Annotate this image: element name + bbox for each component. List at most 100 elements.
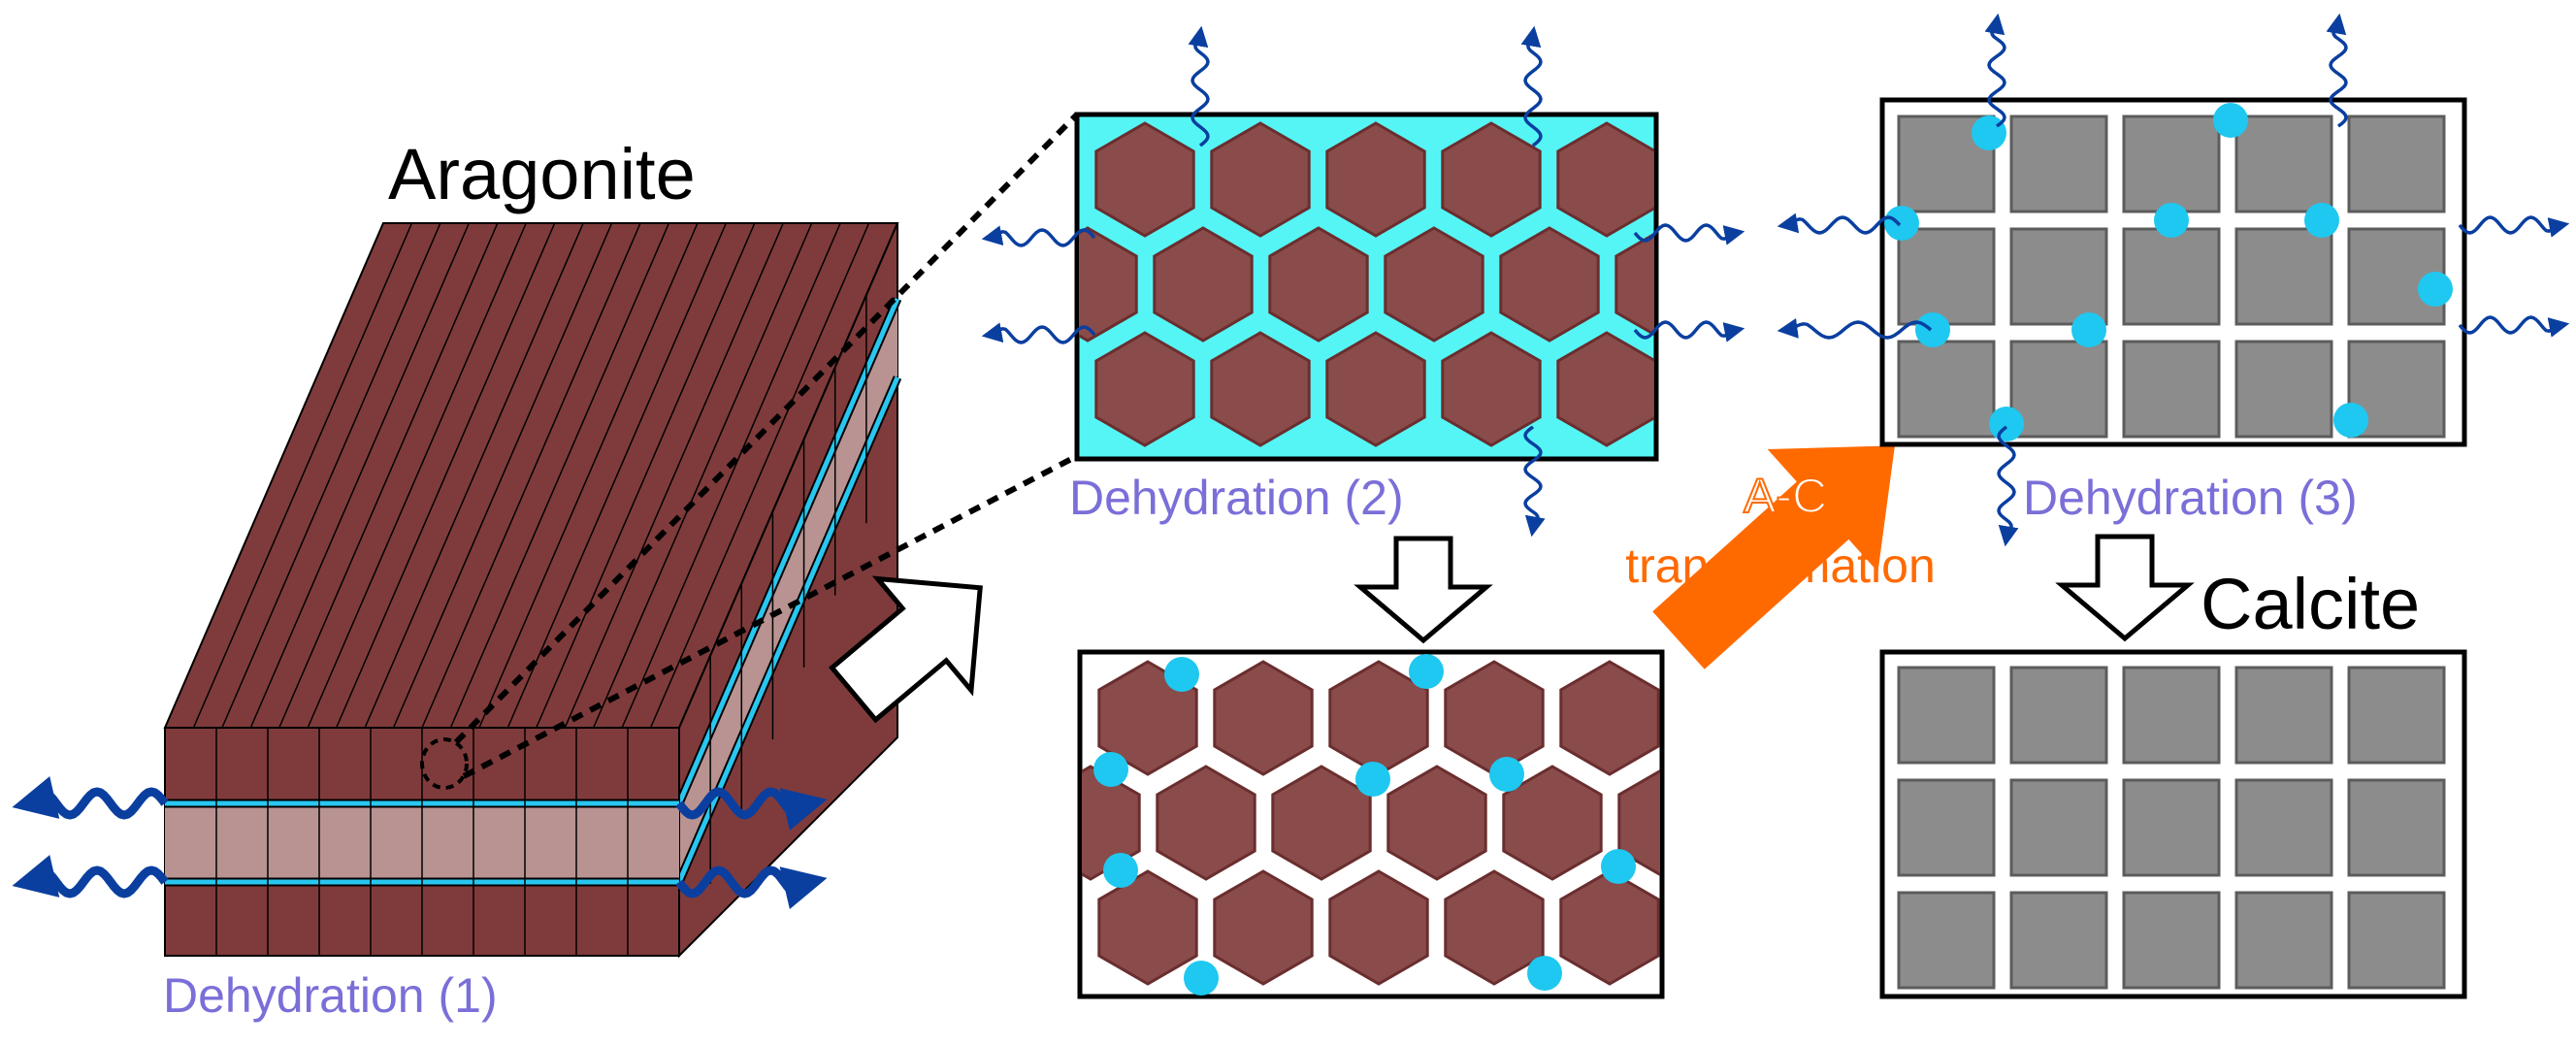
aragonite-hexagon xyxy=(1441,121,1542,238)
hollow-arrow-icon xyxy=(2055,534,2195,642)
aragonite-hexagon xyxy=(1210,331,1311,447)
wavy-arrow-icon xyxy=(2458,215,2570,238)
calcite-square xyxy=(2234,114,2333,213)
wavy-arrow-icon xyxy=(2326,13,2348,128)
calcite-square xyxy=(2009,227,2108,326)
calcite-square xyxy=(2009,340,2108,439)
droplet-icon xyxy=(1915,312,1950,347)
zoom-line-upper xyxy=(453,112,1080,745)
panel2-hexagons xyxy=(1079,121,1654,447)
calcite-square xyxy=(2234,340,2333,439)
aragonite-front-columns xyxy=(215,728,629,956)
calcite-square xyxy=(1897,891,1996,990)
calcite-square xyxy=(2347,666,2446,765)
aragonite-hexagon xyxy=(1499,226,1600,343)
top-stripe xyxy=(335,222,556,729)
droplet-icon xyxy=(2333,403,2368,438)
aragonite-hexagon xyxy=(1325,331,1426,447)
top-stripe xyxy=(192,222,413,729)
panel-water-release xyxy=(981,13,2570,547)
calcite-square xyxy=(2009,666,2108,765)
calcite-square xyxy=(2122,227,2221,326)
wavy-arrow-icon xyxy=(1188,25,1210,147)
wavy-arrow-icon xyxy=(1777,317,1933,340)
calcite-square xyxy=(2122,778,2221,877)
top-stripe xyxy=(506,222,728,729)
droplet-icon xyxy=(2418,272,2453,307)
wavy-arrow-icon xyxy=(1633,320,1745,343)
panel4-hexagons xyxy=(1082,660,1660,986)
top-stripe xyxy=(307,222,527,729)
block-water-release xyxy=(12,776,828,910)
top-stripe xyxy=(449,222,670,729)
panel-hydrated-aragonite xyxy=(1074,112,1659,462)
aragonite-hexagon xyxy=(1384,226,1484,343)
aragonite-hexagon xyxy=(1213,869,1314,986)
wavy-arrow-icon xyxy=(981,322,1096,344)
panel3-squares xyxy=(1897,114,2446,439)
hex-clip-group xyxy=(1079,121,1654,447)
droplet-icon xyxy=(2154,203,2189,238)
calcite-square xyxy=(2234,891,2333,990)
zoom-circle xyxy=(420,737,469,790)
hex-clip-group xyxy=(1082,660,1660,986)
aragonite-hexagon xyxy=(1502,765,1603,881)
panel3-droplets xyxy=(1884,103,2453,441)
right-water-line-upper-fill xyxy=(676,298,900,804)
aragonite-hexagon xyxy=(1556,331,1654,447)
aragonite-hexagon xyxy=(1097,869,1198,986)
aragonite-hexagon xyxy=(1210,121,1311,238)
wavy-arrow-icon xyxy=(1523,425,1546,538)
panel-calcite xyxy=(1879,649,2467,999)
calcite-square xyxy=(2122,666,2221,765)
droplet-icon xyxy=(1103,853,1138,888)
aragonite-hexagon xyxy=(1614,232,1654,337)
droplet-icon xyxy=(2213,103,2248,138)
calcite-square xyxy=(2122,114,2221,213)
ac-label-line2: transformation xyxy=(1625,539,1936,593)
wavy-arrow-icon xyxy=(1520,25,1543,147)
aragonite-hexagon xyxy=(1082,765,1141,881)
calcite-square xyxy=(1897,778,1996,877)
calcite-label: Calcite xyxy=(2201,564,2420,644)
aragonite-hexagon xyxy=(1386,765,1487,881)
wavy-arrow-icon xyxy=(1997,425,2019,547)
panel-dehydrated-aragonite xyxy=(1077,649,1665,999)
calcite-square xyxy=(1897,340,1996,439)
top-stripe xyxy=(621,222,841,729)
calcite-square xyxy=(2347,891,2446,990)
dehydration-2-label: Dehydration (2) xyxy=(1069,471,1404,525)
calcite-square xyxy=(2009,114,2108,213)
top-stripe xyxy=(592,222,813,729)
aragonite-hexagon xyxy=(1094,331,1195,447)
dehydration-1-label: Dehydration (1) xyxy=(163,968,498,1023)
aragonite-hexagon xyxy=(1441,331,1542,447)
aragonite-hexagon xyxy=(1094,121,1195,238)
droplet-icon xyxy=(1601,849,1636,884)
calcite-square xyxy=(2122,891,2221,990)
aragonite-block xyxy=(163,112,1080,959)
wavy-arrow-icon xyxy=(675,787,828,832)
aragonite-hexagon xyxy=(1153,226,1254,343)
top-stripe xyxy=(221,222,441,729)
wavy-arrow-icon xyxy=(12,776,169,820)
wavy-arrow-icon xyxy=(981,225,1096,247)
aragonite-hexagon xyxy=(1559,869,1660,986)
aragonite-hexagon xyxy=(1617,768,1660,877)
droplet-icon xyxy=(1184,961,1219,996)
top-stripe xyxy=(392,222,613,729)
calcite-square xyxy=(1897,666,1996,765)
calcite-square xyxy=(2234,666,2333,765)
top-stripe xyxy=(278,222,499,729)
droplet-icon xyxy=(1884,206,1919,241)
hollow-arrow-icon xyxy=(828,575,983,724)
droplet-icon xyxy=(1355,762,1390,797)
wavy-arrow-icon xyxy=(1777,212,1902,235)
wavy-arrow-icon xyxy=(1633,223,1745,245)
aragonite-label: Aragonite xyxy=(388,134,696,214)
top-stripe xyxy=(249,222,471,729)
wavy-arrow-icon xyxy=(2458,315,2570,338)
droplet-icon xyxy=(2304,203,2339,238)
panel5-squares xyxy=(1897,666,2446,990)
